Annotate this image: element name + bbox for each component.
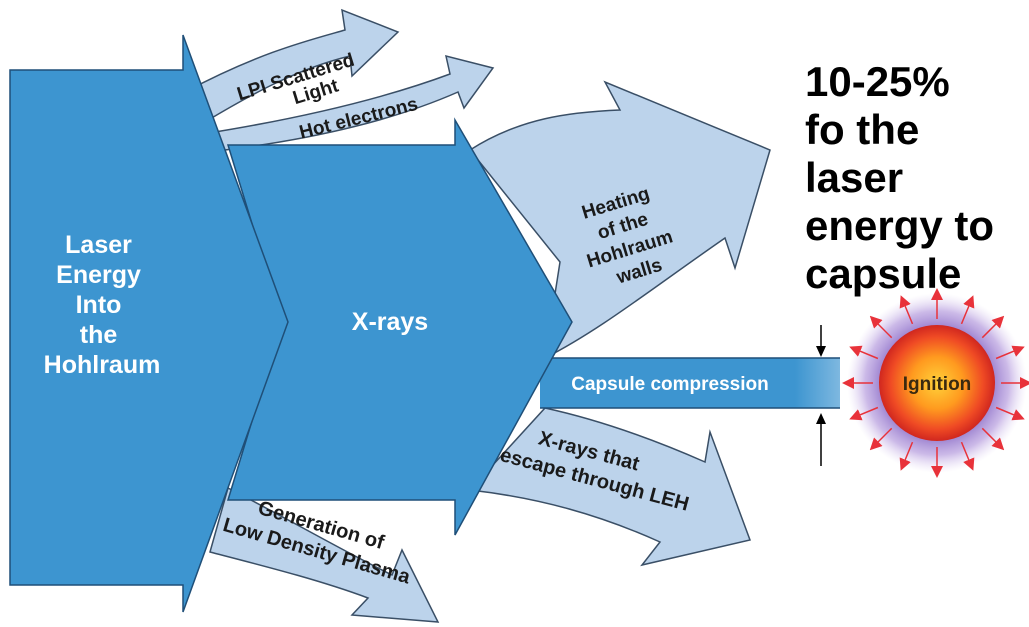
input-label-line: Laser: [65, 231, 132, 259]
annotation-line: fo the: [805, 106, 920, 153]
annotation-line: energy to: [805, 202, 995, 249]
leh-escape-arrow: [468, 407, 751, 567]
wall-heating-arrow: [468, 80, 771, 360]
x-rays-label: X-rays: [352, 308, 428, 336]
ignition-burst: [842, 288, 1029, 478]
ignition-ray: [995, 406, 1025, 421]
ignition-ray: [869, 315, 893, 339]
ignition-rays: [842, 288, 1029, 478]
capsule-compression-label: Capsule compression: [571, 374, 768, 395]
annotation-line: capsule: [805, 250, 962, 297]
input-label-line: Hohlraum: [44, 351, 161, 379]
input-label-line: Energy: [56, 261, 141, 289]
ignition-ray: [849, 345, 879, 360]
ignition-ray: [869, 427, 893, 451]
input-label-line: the: [80, 321, 118, 349]
efficiency-annotation: 10-25% fo the laser energy to capsule: [805, 58, 1029, 298]
hot-electrons-arrow: [213, 54, 495, 151]
ignition-ray: [899, 441, 914, 471]
input-label-line: Into: [76, 291, 122, 319]
input-label: Laser Energy Into the Hohlraum: [44, 231, 161, 379]
ignition-ray: [960, 295, 975, 325]
ignition-ray: [849, 406, 879, 421]
bar-width-indicator: [816, 325, 826, 466]
ignition-ray: [981, 315, 1005, 339]
laser-energy-arrow: [9, 34, 289, 613]
ignition-ray: [981, 427, 1005, 451]
ignition-ray: [995, 345, 1025, 360]
capsule-compression-bar: [540, 357, 840, 409]
ignition-core: [879, 325, 995, 441]
low-density-plasma-arrow: [209, 486, 440, 623]
ignition-label: Ignition: [903, 374, 972, 395]
annotation-line: laser: [805, 154, 904, 201]
ignition-ray: [960, 441, 975, 471]
lpi-scattered-light-arrow: [183, 8, 400, 124]
ignition-ray: [899, 295, 914, 325]
annotation-line: 10-25%: [805, 58, 950, 105]
